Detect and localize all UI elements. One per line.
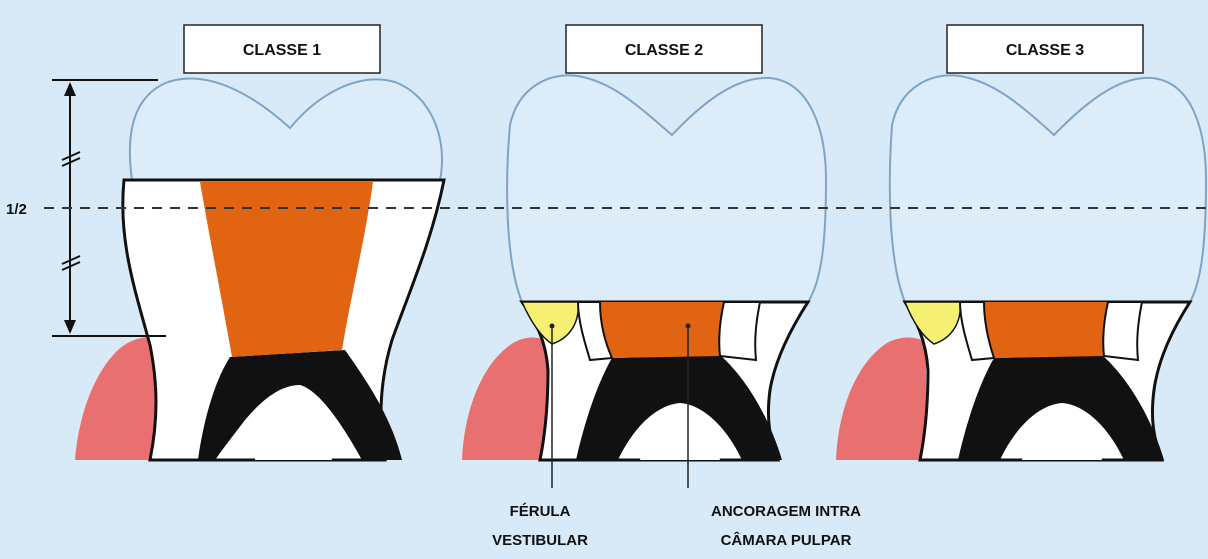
anchorage-label-line1: ANCORAGEM INTRA <box>711 503 861 520</box>
wall-right-3 <box>1103 302 1142 360</box>
title-class-3: CLASSE 3 <box>1006 42 1084 59</box>
composite-3 <box>984 302 1108 358</box>
title-class-1: CLASSE 1 <box>243 42 321 59</box>
title-box-class-3: CLASSE 3 <box>947 25 1143 73</box>
wall-right-2 <box>719 302 760 360</box>
anchorage-label-line2: CÂMARA PULPAR <box>721 531 852 549</box>
title-class-2: CLASSE 2 <box>625 42 703 59</box>
title-box-class-2: CLASSE 2 <box>566 25 762 73</box>
ferrule-leader-dot <box>550 324 555 329</box>
half-marker-label: 1/2 <box>6 201 27 218</box>
ferrule-label-line2: VESTIBULAR <box>492 532 588 549</box>
title-box-class-1: CLASSE 1 <box>184 25 380 73</box>
white-baseline-strip <box>0 460 1208 559</box>
composite-2 <box>600 302 724 358</box>
ferrule-label-line1: FÉRULA <box>510 503 571 520</box>
anchorage-leader-dot <box>686 324 691 329</box>
